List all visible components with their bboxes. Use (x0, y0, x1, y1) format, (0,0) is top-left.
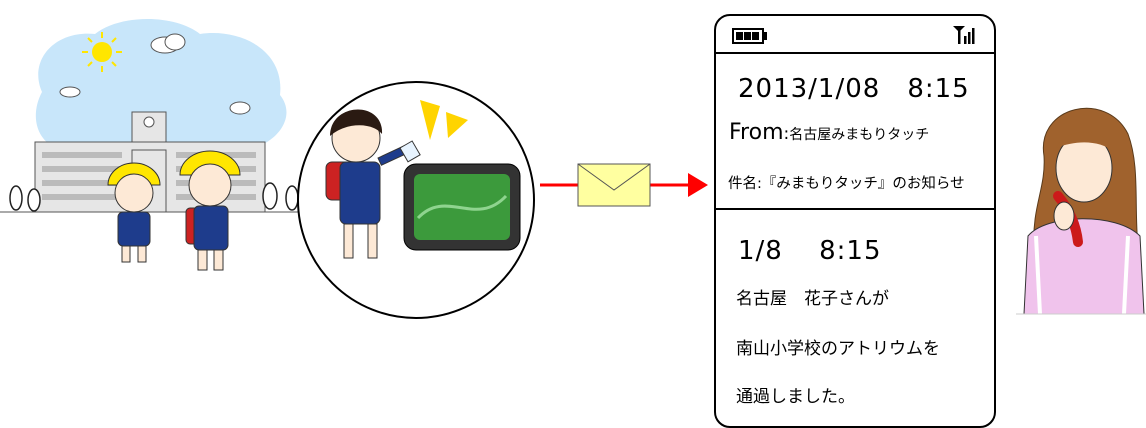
subject-label: 件名 (728, 176, 757, 192)
from-label: From (729, 120, 784, 145)
send-arrow (540, 163, 708, 207)
parent-figure (1016, 107, 1146, 315)
subject-separator: : (757, 176, 762, 192)
from-value: 名古屋みまもりタッチ (789, 127, 930, 143)
child-left (107, 162, 161, 263)
mimamori-device (403, 163, 521, 251)
child-right (179, 150, 241, 271)
subject-value: 『みまもりタッチ』のお知らせ (761, 176, 965, 192)
sun-icon (82, 32, 122, 72)
phone-divider-middle (716, 208, 994, 210)
message-datetime: 2013/1/08 8:15 (738, 74, 970, 104)
body-line-3: 通過しました。 (736, 387, 855, 407)
signal-icon (953, 26, 975, 44)
touch-scene (297, 81, 535, 319)
body-time: 1/8 8:15 (738, 236, 882, 266)
phone-screen: 2013/1/08 8:15 From:名古屋みまもりタッチ 件名:『みまもりタ… (714, 14, 996, 428)
envelope-icon (577, 163, 651, 207)
girl-figure (325, 109, 421, 259)
message-from: From:名古屋みまもりタッチ (729, 120, 929, 145)
flash-icon (446, 112, 468, 138)
message-subject: 件名:『みまもりタッチ』のお知らせ (728, 172, 965, 193)
body-line-1: 名古屋 花子さんが (736, 289, 889, 309)
from-separator: : (783, 124, 790, 144)
body-line-2: 南山小学校のアトリウムを (736, 339, 940, 359)
school-scene (0, 19, 300, 271)
flash-icon (420, 100, 440, 140)
phone-divider-top (716, 52, 994, 54)
battery-icon (732, 28, 767, 44)
